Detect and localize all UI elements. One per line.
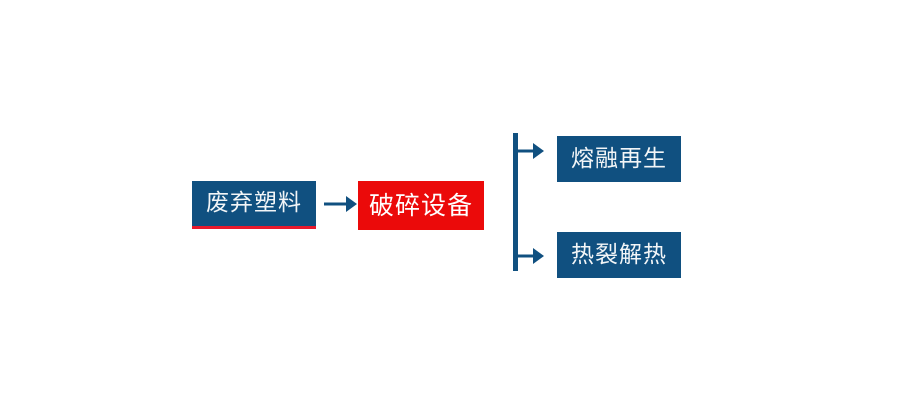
node-pyrolysis-label: 热裂解热: [571, 241, 667, 268]
node-pyrolysis[interactable]: 热裂解热: [557, 232, 681, 278]
node-waste-plastic-red-underline: [192, 226, 316, 229]
branch-connector-icon: [505, 126, 565, 282]
node-melt-regen[interactable]: 熔融再生: [557, 136, 681, 182]
node-crusher-label: 破碎设备: [368, 191, 473, 220]
node-melt-regen-label: 熔融再生: [571, 145, 667, 172]
node-crusher[interactable]: 破碎设备: [358, 181, 484, 230]
branch-connector-glyph: [513, 133, 544, 271]
arrow-right-glyph: [324, 196, 357, 212]
arrow-right-icon: [320, 186, 360, 222]
node-waste-plastic-label: 废弃塑料: [206, 190, 302, 216]
node-waste-plastic[interactable]: 废弃塑料: [192, 181, 316, 226]
